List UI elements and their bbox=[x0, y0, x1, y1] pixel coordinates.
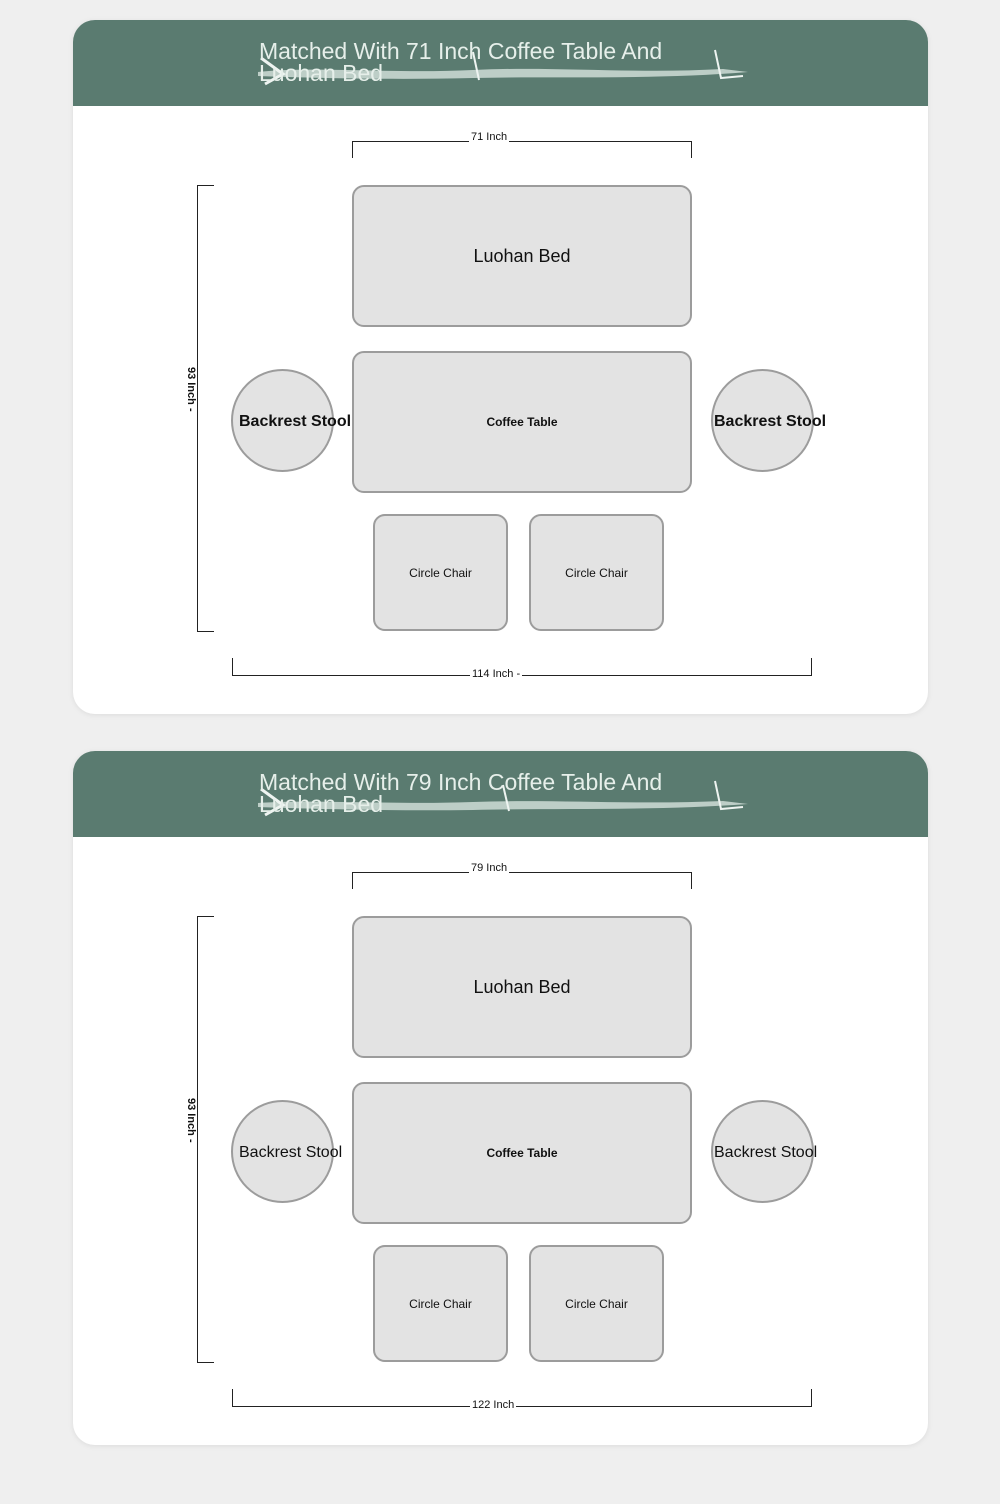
backrest-stool-right bbox=[711, 369, 814, 472]
luohan-bed: Luohan Bed bbox=[352, 185, 692, 327]
circle-chair-right: Circle Chair bbox=[529, 1245, 664, 1362]
coffee-table: Coffee Table bbox=[352, 1082, 692, 1224]
backrest-stool-right-label: Backrest Stool bbox=[714, 1144, 818, 1161]
overall-width-dimension-line bbox=[232, 1389, 812, 1407]
backrest-stool-left bbox=[231, 1100, 334, 1203]
diagram-title: Matched With 71 Inch Coffee Table And Lu… bbox=[259, 38, 663, 86]
width-dimension-label: 79 Inch bbox=[469, 862, 510, 874]
circle-chair-right: Circle Chair bbox=[529, 514, 664, 631]
title-banner: Matched With 71 Inch Coffee Table And Lu… bbox=[73, 20, 928, 106]
backrest-stool-left bbox=[231, 369, 334, 472]
width-dimension-line bbox=[352, 141, 692, 158]
title-banner: Matched With 79 Inch Coffee Table And Lu… bbox=[73, 751, 928, 837]
width-dimension-line bbox=[352, 872, 692, 889]
backrest-stool-left-label: Backrest Stool bbox=[239, 413, 352, 430]
backrest-stool-right bbox=[711, 1100, 814, 1203]
diagram-title: Matched With 79 Inch Coffee Table And Lu… bbox=[259, 769, 663, 817]
brush-stroke-decoration bbox=[258, 780, 748, 817]
backrest-stool-left-label: Backrest Stool bbox=[239, 1144, 343, 1161]
depth-dimension-line bbox=[197, 185, 214, 632]
luohan-bed: Luohan Bed bbox=[352, 916, 692, 1058]
coffee-table: Coffee Table bbox=[352, 351, 692, 493]
circle-chair-left: Circle Chair bbox=[373, 514, 508, 631]
layout-card-79: Matched With 79 Inch Coffee Table And Lu… bbox=[73, 751, 928, 1445]
circle-chair-left: Circle Chair bbox=[373, 1245, 508, 1362]
brush-stroke-decoration bbox=[258, 49, 748, 86]
depth-dimension-line bbox=[197, 916, 214, 1363]
depth-dimension-label: 93 Inch - bbox=[185, 1096, 197, 1145]
layout-card-71: Matched With 71 Inch Coffee Table And Lu… bbox=[73, 20, 928, 714]
backrest-stool-right-label: Backrest Stool bbox=[714, 413, 827, 430]
depth-dimension-label: 93 Inch - bbox=[185, 365, 197, 414]
overall-width-dimension-label: 114 Inch - bbox=[470, 668, 523, 680]
width-dimension-label: 71 Inch bbox=[469, 131, 510, 143]
overall-width-dimension-label: 122 Inch bbox=[470, 1399, 517, 1411]
